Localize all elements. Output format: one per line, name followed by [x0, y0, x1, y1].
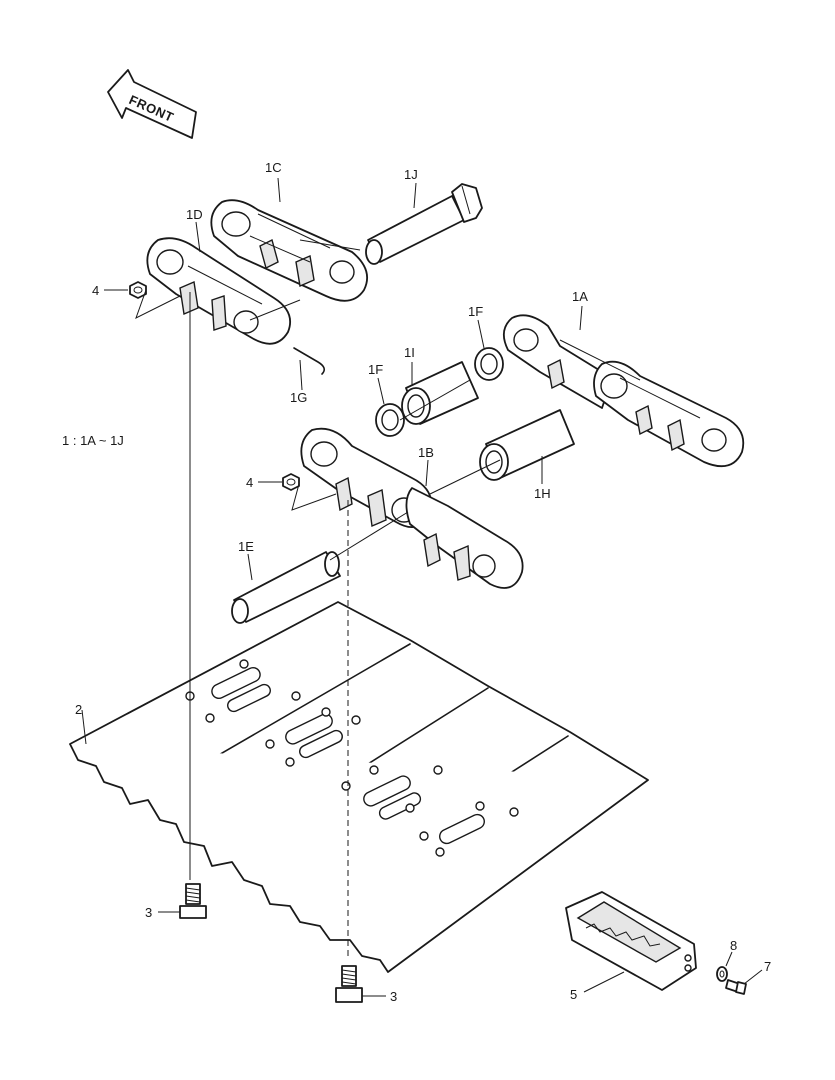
- seal-1F-top: [474, 347, 504, 381]
- label-7: 7: [764, 959, 771, 974]
- legend-text: 1 : 1A ~ 1J: [62, 433, 124, 448]
- label-1A: 1A: [572, 289, 588, 304]
- bolt-3-right: [335, 965, 363, 1003]
- label-1G: 1G: [290, 390, 307, 405]
- bushing-1I: [401, 361, 479, 425]
- label-1D: 1D: [186, 207, 203, 222]
- label-5: 5: [570, 987, 577, 1002]
- bolt-7: [725, 979, 747, 995]
- link-1A: [502, 314, 745, 468]
- label-3-right: 3: [390, 989, 397, 1004]
- label-4-lower: 4: [246, 475, 253, 490]
- guard-5: [565, 891, 697, 991]
- label-1F-top: 1F: [468, 304, 483, 319]
- nut-4-upper: [129, 281, 147, 299]
- label-leaders: [81, 177, 763, 997]
- nut-4-lower: [282, 473, 300, 491]
- label-2: 2: [75, 702, 82, 717]
- spring-pin-1G: [293, 347, 326, 375]
- link-1C: [210, 199, 368, 302]
- part-labels: 1C 1J 1D 4 1G 1A 1F 1I 1F 4 1B 1H 1E 2 3…: [75, 160, 771, 1004]
- label-3-left: 3: [145, 905, 152, 920]
- label-1B: 1B: [418, 445, 434, 460]
- assembly-lines: [135, 239, 501, 960]
- bolt-3-left: [179, 883, 207, 919]
- seal-1F-left: [375, 403, 405, 437]
- label-8: 8: [730, 938, 737, 953]
- label-1H: 1H: [534, 486, 551, 501]
- bushing-1H: [479, 409, 575, 481]
- label-1I: 1I: [404, 345, 415, 360]
- washer-8: [716, 966, 728, 982]
- label-1C: 1C: [265, 160, 282, 175]
- link-1D: [146, 237, 292, 345]
- label-4-upper: 4: [92, 283, 99, 298]
- label-1F-left: 1F: [368, 362, 383, 377]
- pin-1J: [365, 183, 483, 265]
- link-1B: [300, 427, 524, 589]
- pin-1E: [231, 551, 341, 624]
- front-arrow-icon: FRONT: [107, 69, 197, 139]
- track-shoes-2: [69, 601, 649, 973]
- label-1J: 1J: [404, 167, 418, 182]
- label-1E: 1E: [238, 539, 254, 554]
